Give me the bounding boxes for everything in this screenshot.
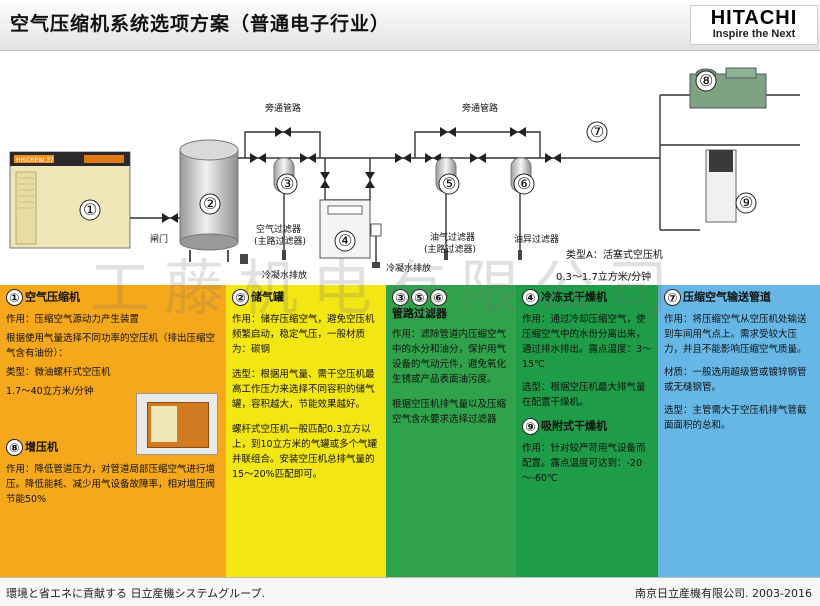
valve-label: 闸门 [150, 235, 169, 245]
type-a-label: 类型A：活塞式空压机 [566, 250, 663, 261]
panel-text: 材质：一般选用超级管或镀锌钢管或无缝钢管。 [664, 367, 807, 393]
panel-text: 螺杆式空压机一般匹配0.3立方以上，到10立方米的气罐或多个气罐并联组合。安装空… [232, 424, 378, 480]
label-number-8: ⑧ [699, 71, 714, 90]
panel-title: 吸附式干燥机 [541, 419, 607, 433]
oil-filter-label: 油气过滤器 [430, 233, 476, 243]
panel-text: 作用：储存压缩空气，避免空压机频繁启动，稳定气压，一般材质为：碳钢 [232, 314, 375, 355]
panel-text: 选型：根据空压机最大排气量在配置干燥机。 [522, 382, 646, 408]
panel-text: 作用：将压缩空气从空压机处输送到车间用气点上。需求受较大压力，并且不能影响压缩空… [664, 314, 807, 355]
adsorption-dryer [705, 149, 737, 223]
label-number-9: ⑨ [739, 193, 754, 212]
panel-number: ⑦ [664, 289, 681, 306]
panel-text: 根据空压机排气量以及压缩空气含水要求选择过滤器 [392, 399, 507, 425]
hitachi-logo: HITACHI Inspire the Next [690, 5, 818, 45]
panel-title: 增压机 [25, 440, 58, 454]
oil-filter-sublabel: (主路过滤器) [424, 245, 477, 255]
label-number-7: ⑦ [590, 122, 605, 141]
panel-text: 选型：根据用气量、需干空压机最高工作压力来选择不同容积的储气罐，容积越大，节能效… [232, 369, 375, 410]
panel-title: 冷冻式干燥机 [541, 290, 607, 304]
label-number-6: ⑥ [517, 174, 532, 193]
panel-number: ① [6, 289, 23, 306]
item-number-badges [79, 70, 757, 252]
panel-text: 作用：压缩空气源动力产生装置 [6, 314, 140, 325]
valves [162, 127, 561, 223]
bypass-label-2: 旁通管路 [462, 104, 499, 114]
footer-slogan: 環境と省エネに貢献する 日立産機システムグループ. [6, 587, 266, 600]
compressor-photo [136, 393, 218, 455]
footer: 環境と省エネに貢献する 日立産機システムグループ. 南京日立産機有限公司. 20… [0, 577, 820, 606]
label-number-1: ① [83, 200, 98, 219]
panel-number: ④ [522, 289, 539, 306]
air-system-diagram: HISCREW 37 [9, 67, 800, 268]
drain-label-2: 冷凝水排放 [386, 264, 432, 274]
logo-brand: HITACHI [710, 7, 798, 29]
air-filter-sublabel: (主路过滤器) [254, 237, 307, 247]
panel-text: 作用：针对较严苛用气设备而配置。露点温度可达到：-20～-60℃ [522, 443, 646, 484]
panel-title: 储气罐 [251, 290, 284, 304]
label-number-3: ③ [280, 174, 295, 193]
panel-number: ② [232, 289, 249, 306]
drain-valves [240, 250, 522, 268]
footer-company: 南京日立産機有限公司. 2003-2016 [635, 587, 812, 600]
panel-number: ⑨ [522, 418, 539, 435]
panel-text: 作用：滤除管道内压缩空气中的水分和油分，保护用气设备的气动元件，避免氧化生锈或产… [392, 329, 507, 385]
panel-number: ⑧ [6, 439, 23, 456]
bypass-label-1: 旁通管路 [265, 104, 302, 114]
type-a-range: 0.3～1.7立方米/分钟 [556, 272, 652, 283]
panel-text: 根据使用气量选择不同功率的空压机（排出压缩空气含有油份）： [6, 333, 216, 359]
label-number-2: ② [203, 194, 218, 213]
panel-text: 1.7～40立方米/分钟 [6, 386, 94, 397]
logo-tagline: Inspire the Next [712, 28, 796, 40]
panel-number: ⑤ [411, 289, 428, 306]
compressor-badge: HISCREW 37 [16, 157, 54, 164]
panel-title: 管路过滤器 [392, 307, 447, 320]
page-title: 空气压缩机系统选项方案（普通电子行业） [10, 13, 391, 35]
label-number-5: ⑤ [442, 174, 457, 193]
drain-label-1: 冷凝水排放 [262, 271, 308, 281]
panel-title: 压缩空气输送管道 [683, 290, 771, 304]
odor-filter-label: 油异过滤器 [514, 235, 560, 245]
air-compressor [9, 151, 131, 249]
panel-number: ③ [392, 289, 409, 306]
panel-title: 空气压缩机 [25, 290, 80, 304]
panel-number: ⑥ [430, 289, 447, 306]
title-bar [0, 0, 820, 51]
air-filter-label: 空气过滤器 [256, 225, 302, 235]
panel-text: 作用：降低管道压力，对管道局部压缩空气进行增压。降低能耗、减少用气设备故障率，相… [6, 464, 216, 505]
label-number-4: ④ [338, 231, 353, 250]
panel-text: 作用：通过冷却压缩空气，使压缩空气中的水份分离出来，通过排水排出。露点温度：3～… [522, 314, 652, 370]
panel-text: 类型：微油螺杆式空压机 [6, 367, 111, 378]
panel-text: 选型：主管需大于空压机排气管截面面积的总和。 [664, 405, 807, 431]
